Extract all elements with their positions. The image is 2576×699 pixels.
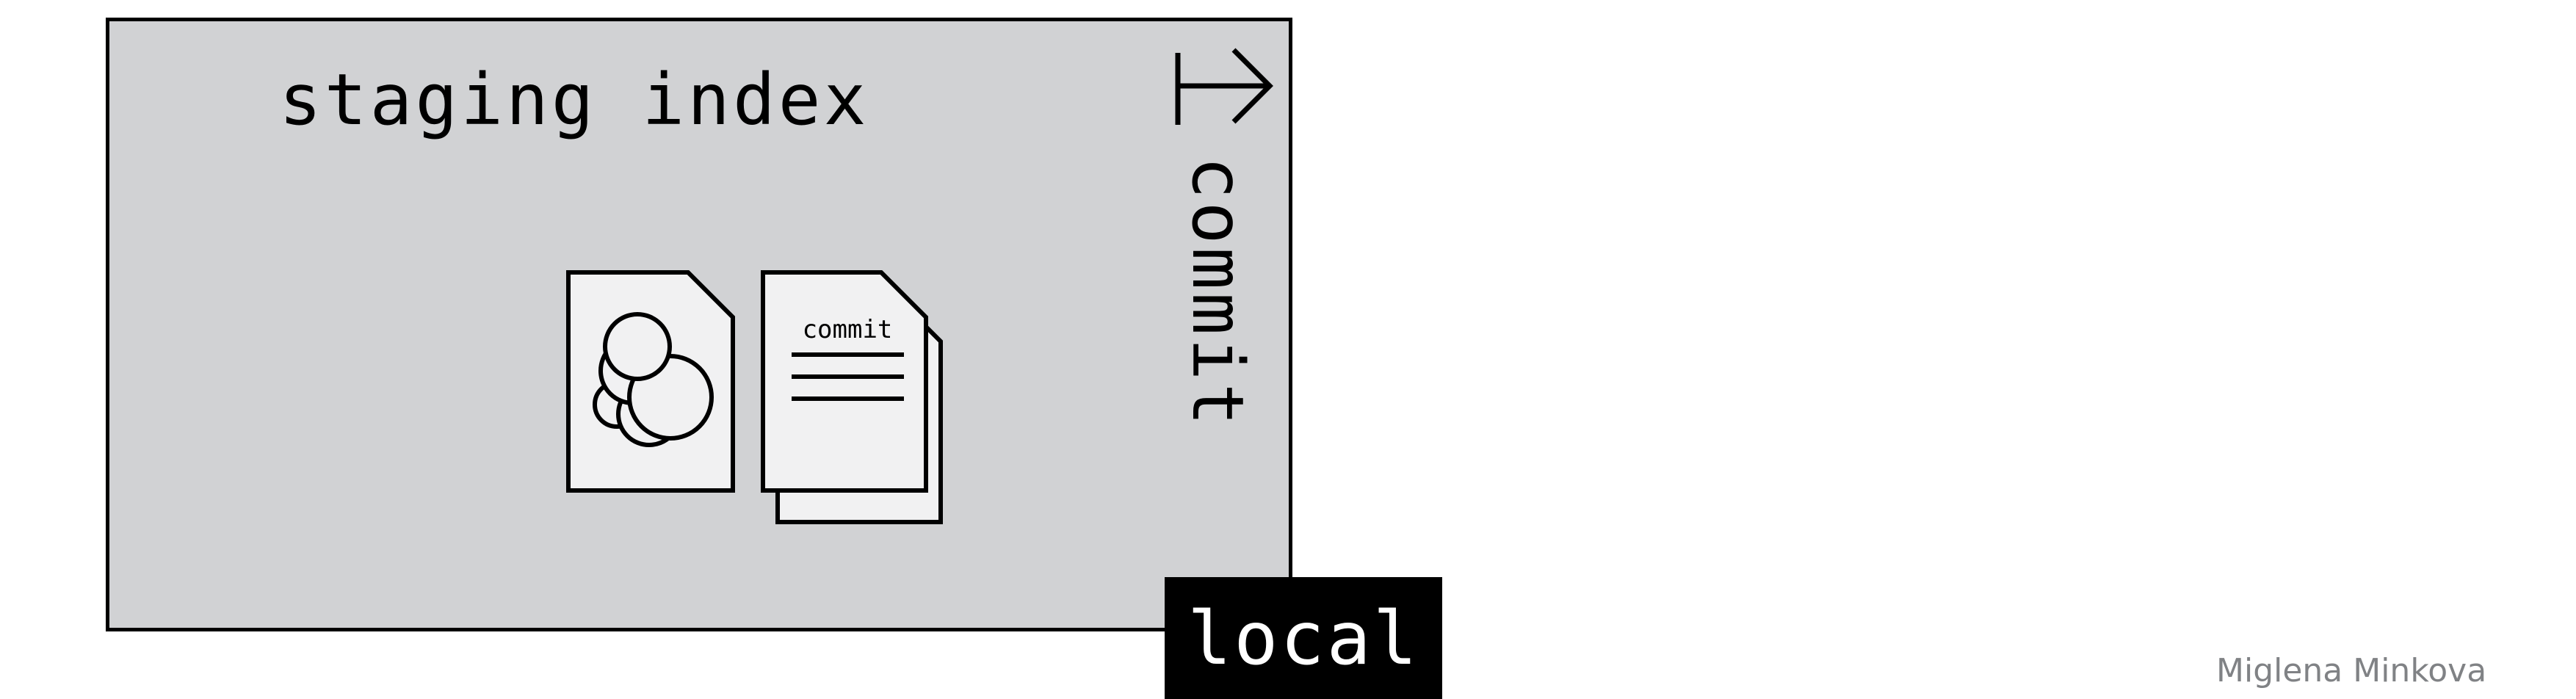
- commit-document-stack-icon: [761, 270, 943, 524]
- file-with-blobs-icon: [566, 270, 735, 493]
- commit-action-label: commit: [1176, 156, 1259, 429]
- local-location-label: local: [1165, 577, 1442, 699]
- arrow-right-icon: [1175, 48, 1273, 125]
- author-credit: Miglena Minkova: [2216, 652, 2487, 689]
- staging-index-title: staging index: [279, 59, 869, 141]
- commit-doc-caption: commit: [803, 315, 893, 344]
